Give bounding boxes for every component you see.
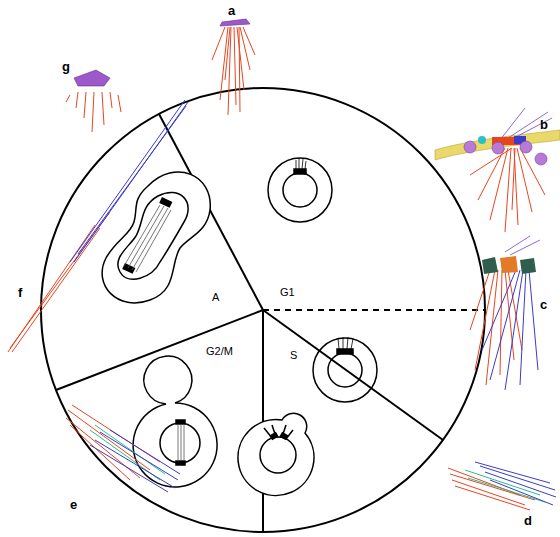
microtubule-model-f xyxy=(8,100,188,352)
microtubule-model-e xyxy=(66,405,180,492)
microtubule-model-g xyxy=(66,70,121,132)
late-g1-cell xyxy=(313,337,377,402)
cycle-wheel xyxy=(41,88,485,532)
phase-label: G2/M xyxy=(206,346,233,357)
microtubule-model-c xyxy=(470,236,540,390)
panel-letter: c xyxy=(540,298,547,311)
microtubule-model-a xyxy=(212,19,255,115)
panel-letter: d xyxy=(524,514,532,527)
phase-label: A xyxy=(212,292,219,303)
phase-label: G1 xyxy=(280,287,295,298)
s-phase-cell xyxy=(238,413,314,495)
anaphase-cell xyxy=(102,172,210,303)
g1-cell xyxy=(268,158,332,222)
microtubule-model-d xyxy=(448,462,556,510)
panel-letter: f xyxy=(18,286,22,299)
panel-letter: a xyxy=(228,4,235,17)
phase-label: S xyxy=(290,350,297,361)
panel-letter: g xyxy=(62,60,70,73)
panel-letter: b xyxy=(540,118,548,131)
panel-letter: e xyxy=(70,498,77,511)
microtubule-model-b xyxy=(435,108,560,232)
